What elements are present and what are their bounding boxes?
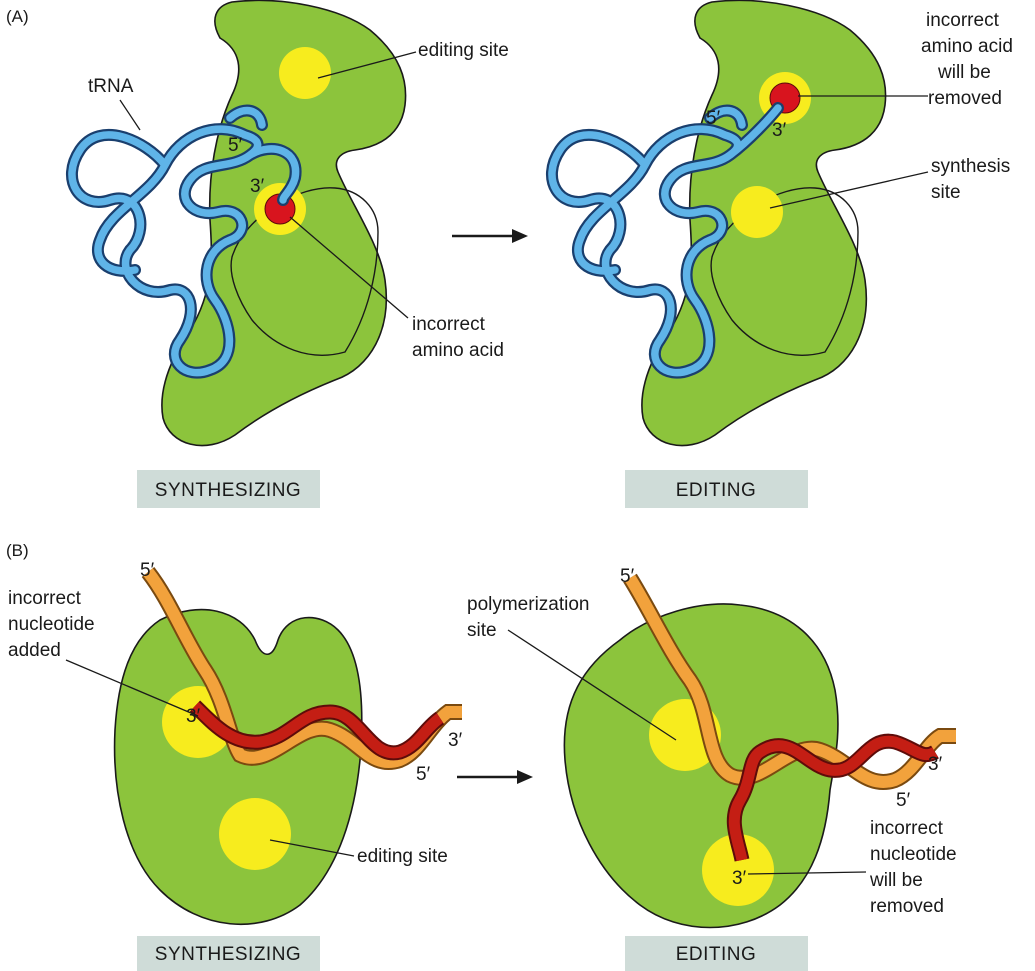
panel-b-label: (B) [6,541,29,560]
three-prime-right-label: 3′ [448,730,463,751]
five-prime-right-label: 5′ [416,764,431,785]
editing-label: EDITING [676,944,757,965]
three-prime-bottom-label: 3′ [732,868,747,889]
three-prime-right-label: 3′ [928,754,943,775]
trna-label: tRNA [88,76,134,97]
five-prime-top-label: 5′ [620,566,635,587]
panel-a-synthesizing: tRNA 5′ 3′ editing site incorrect amino … [72,0,509,508]
polymerization-site-label-2: site [467,620,497,641]
incorrect-amino-acid-label-2: amino acid [412,340,504,361]
synthesis-site-label-2: site [931,182,961,203]
five-prime-right-label: 5′ [896,790,911,811]
panel-b-synthesizing: 5′ 3′ 5′ 3′ incorrect nucleotide added e… [8,560,463,971]
panel-a-editing: 5′ 3′ incorrect amino acid will be remov… [552,0,1013,508]
removed-nucleotide-label-4: removed [870,896,944,917]
transition-arrow [457,770,533,784]
incorrect-amino-acid-label-1: incorrect [412,314,486,335]
synthesizing-label: SYNTHESIZING [155,480,301,501]
polymerase-body [115,610,362,925]
incorrect-nucleotide-label-3: added [8,640,61,661]
synthesis-site [731,186,783,238]
editing-site-label: editing site [418,40,509,61]
three-prime-label: 3′ [250,176,265,197]
panel-a-label: (A) [6,7,29,26]
removed-amino-acid-label-1: incorrect [926,10,1000,31]
synthesis-site-label-1: synthesis [931,156,1010,177]
incorrect-nucleotide-label-1: incorrect [8,588,82,609]
removed-amino-acid-label-3: will be [937,62,991,83]
editing-site-label: editing site [357,846,448,867]
three-prime-label: 3′ [772,120,787,141]
editing-site [279,47,331,99]
five-prime-top-label: 5′ [140,560,155,581]
synthesizing-label: SYNTHESIZING [155,944,301,965]
editing-label: EDITING [676,480,757,501]
removed-nucleotide-label-3: will be [869,870,923,891]
three-prime-added-label: 3′ [186,706,201,727]
removed-amino-acid-label-2: amino acid [921,36,1013,57]
five-prime-label: 5′ [228,135,243,156]
incorrect-nucleotide-label-2: nucleotide [8,614,95,635]
transition-arrow [452,229,528,243]
removed-nucleotide-label-1: incorrect [870,818,944,839]
five-prime-label: 5′ [706,108,721,129]
polymerization-site-label-1: polymerization [467,594,590,615]
editing-site [219,798,291,870]
removed-nucleotide-label-2: nucleotide [870,844,957,865]
trna-leader [120,100,140,130]
removed-amino-acid-label-4: removed [928,88,1002,109]
panel-b-editing: 5′ 3′ 5′ 3′ polymerization site incorrec… [467,566,957,971]
